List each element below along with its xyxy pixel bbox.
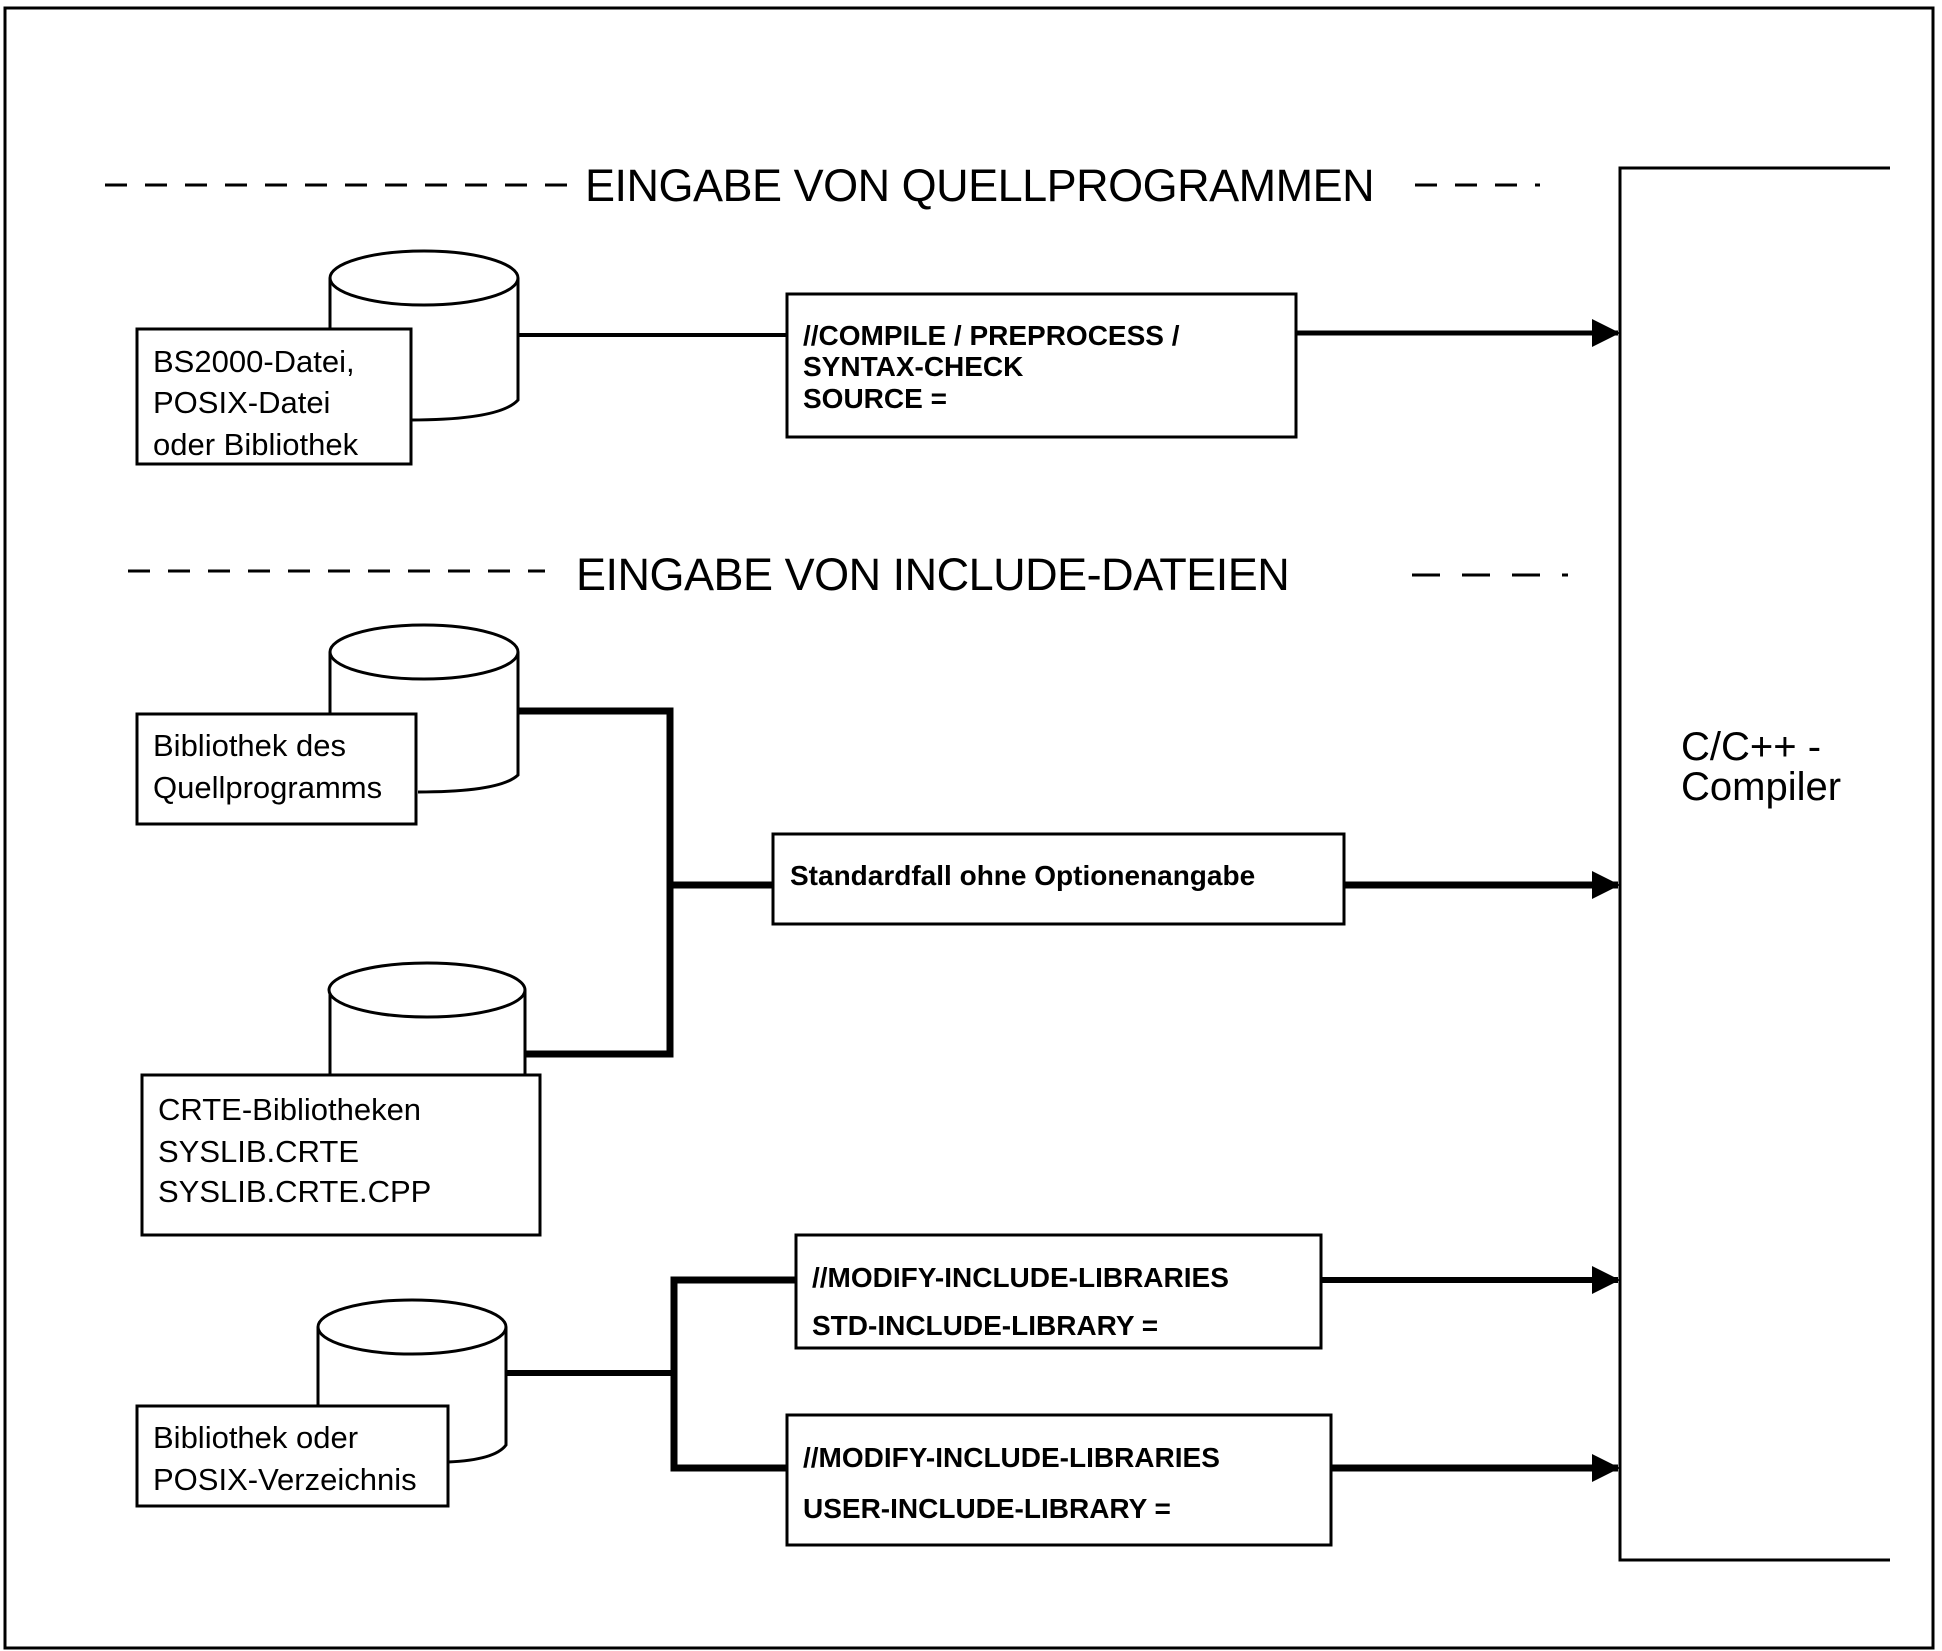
section-title-source: EINGABE VON QUELLPROGRAMMEN xyxy=(585,160,1374,211)
storage-label-line: Bibliothek des xyxy=(153,728,346,763)
command-box-default: Standardfall ohne Optionenangabe xyxy=(771,832,1346,926)
disk-cylinder-icon xyxy=(316,1327,508,1464)
storage-label-line: CRTE-Bibliotheken xyxy=(158,1092,421,1127)
command-box-compile: //COMPILE / PREPROCESS / SYNTAX-CHECK SO… xyxy=(785,292,1298,439)
storage-source-file: BS2000-Datei, POSIX-Datei oder Bibliothe… xyxy=(135,249,520,466)
storage-label-line: Bibliothek oder xyxy=(153,1420,358,1455)
storage-label-line: POSIX-Datei xyxy=(153,385,330,420)
connector-bracket xyxy=(670,1276,796,1472)
outer-frame xyxy=(3,6,1935,1650)
disk-top-icon xyxy=(328,249,520,307)
command-line: SOURCE = xyxy=(803,383,947,414)
storage-user-library: Bibliothek oder POSIX-Verzeichnis xyxy=(135,1298,508,1508)
disk-cylinder-icon xyxy=(328,990,527,1075)
compiler-box: C/C++ - Compiler xyxy=(1618,166,1890,1562)
command-box-std-include: //MODIFY-INCLUDE-LIBRARIES STD-INCLUDE-L… xyxy=(794,1233,1323,1350)
command-line: Standardfall ohne Optionenangabe xyxy=(790,860,1255,891)
compiler-label-line: Compiler xyxy=(1681,765,1841,809)
command-box xyxy=(785,292,1298,439)
storage-label-line: Quellprogramms xyxy=(153,770,382,805)
disk-top-icon xyxy=(327,961,527,1019)
command-box-user-include: //MODIFY-INCLUDE-LIBRARIES USER-INCLUDE-… xyxy=(785,1413,1333,1547)
storage-source-library: Bibliothek des Quellprogramms xyxy=(135,623,520,826)
compiler-label-line: C/C++ - xyxy=(1681,725,1821,769)
section-title-include: EINGABE VON INCLUDE-DATEIEN xyxy=(576,549,1289,600)
command-line: SYNTAX-CHECK xyxy=(803,351,1023,382)
command-box xyxy=(771,832,1346,926)
storage-label-line: SYSLIB.CRTE.CPP xyxy=(158,1174,431,1209)
command-line: //COMPILE / PREPROCESS / xyxy=(803,320,1180,351)
storage-label-box xyxy=(135,327,413,466)
command-line: USER-INCLUDE-LIBRARY = xyxy=(803,1493,1171,1524)
command-box xyxy=(794,1233,1323,1350)
disk-top-icon xyxy=(316,1298,508,1356)
command-line: //MODIFY-INCLUDE-LIBRARIES xyxy=(812,1262,1229,1293)
storage-label-line: BS2000-Datei, xyxy=(153,344,355,379)
compiler-frame xyxy=(1618,166,1890,1562)
command-line: //MODIFY-INCLUDE-LIBRARIES xyxy=(803,1442,1220,1473)
command-box xyxy=(785,1413,1333,1547)
storage-label-line: SYSLIB.CRTE xyxy=(158,1134,359,1169)
disk-top-icon xyxy=(328,623,520,681)
storage-label-line: oder Bibliothek xyxy=(153,427,359,462)
storage-label-box xyxy=(140,1073,542,1237)
storage-label-line: POSIX-Verzeichnis xyxy=(153,1462,417,1497)
command-line: STD-INCLUDE-LIBRARY = xyxy=(812,1310,1158,1341)
storage-crte-libraries: CRTE-Bibliotheken SYSLIB.CRTE SYSLIB.CRT… xyxy=(140,961,542,1237)
storage-label-box xyxy=(135,712,418,826)
connector-bracket xyxy=(518,707,674,1058)
storage-label-box xyxy=(135,1404,450,1508)
